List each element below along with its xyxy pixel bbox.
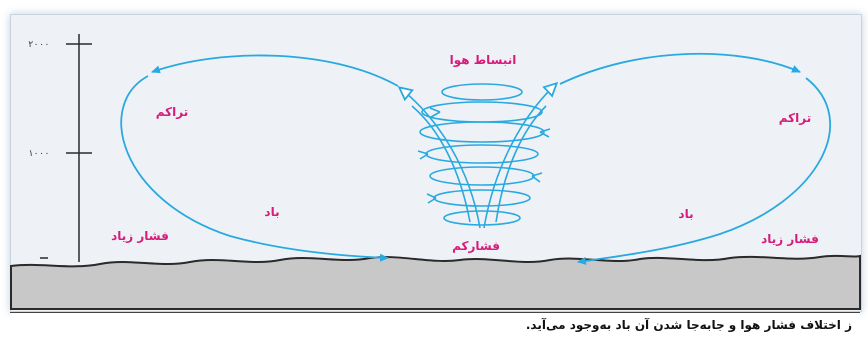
label-air-expansion: انبساط هوا: [450, 53, 517, 68]
right-circulation: [559, 52, 832, 265]
tick-label-1000: ۱۰۰۰: [28, 149, 50, 159]
label-wind-left: باد: [264, 205, 279, 219]
right-descending-arrow: [577, 77, 832, 265]
height-axis: ۲۰۰۰ ۱۰۰۰: [28, 34, 92, 262]
vortex-rising-left-inner: [411, 105, 471, 223]
label-accumulation-left: تراکم: [156, 105, 188, 119]
label-high-pressure-right: فشار زیاد: [761, 232, 819, 246]
left-circulation: [120, 54, 399, 262]
right-upper-arrow: [559, 52, 801, 85]
left-descending-arrow: [120, 75, 389, 262]
ground: [10, 254, 861, 310]
label-low-pressure: فشارکم: [452, 239, 500, 253]
vortex-rising-right: [483, 81, 559, 229]
tick-label-2000: ۲۰۰۰: [28, 40, 50, 50]
central-vortex: [397, 81, 559, 229]
figure-caption: ز اختلاف فشار هوا و جابه‌جا شدن آن باد ب…: [10, 312, 860, 338]
label-high-pressure-left: فشار زیاد: [111, 229, 169, 243]
vortex-rising-right-inner: [495, 105, 547, 223]
label-wind-right: باد: [678, 207, 693, 221]
vortex-rising-left: [397, 86, 481, 229]
left-upper-arrow: [151, 54, 399, 87]
label-accumulation-right: تراکم: [779, 111, 811, 125]
